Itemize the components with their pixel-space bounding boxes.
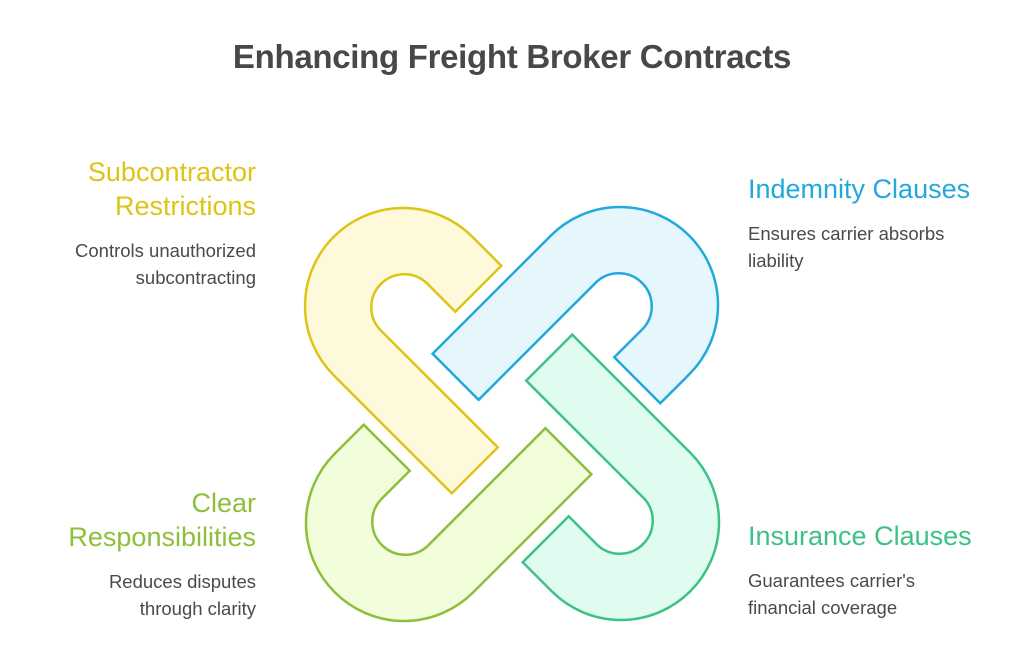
heading-line: Restrictions (114, 191, 256, 221)
heading-line: Insurance Clauses (748, 521, 972, 551)
subcontractor-restrictions-heading: Subcontractor Restrictions (6, 155, 256, 223)
description-line: liability (748, 250, 804, 271)
description-line: Ensures carrier absorbs (748, 223, 945, 244)
description-line: subcontracting (135, 267, 256, 288)
heading-line: Subcontractor (87, 157, 256, 187)
subcontractor-restrictions-block: Subcontractor Restrictions Controls unau… (6, 155, 256, 291)
clear-responsibilities-heading: Clear Responsibilities (6, 486, 256, 554)
indemnity-clauses-heading: Indemnity Clauses (748, 172, 998, 206)
insurance-clauses-link (520, 332, 721, 622)
heading-line: Indemnity Clauses (748, 174, 971, 204)
subcontractor-restrictions-link (303, 206, 504, 496)
insurance-clauses-description: Guarantees carrier's financial coverage (748, 567, 998, 621)
clear-responsibilities-description: Reduces disputes through clarity (6, 568, 256, 622)
description-line: through clarity (139, 598, 256, 619)
clear-responsibilities-block: Clear Responsibilities Reduces disputes … (6, 486, 256, 622)
indemnity-clauses-description: Ensures carrier absorbs liability (748, 220, 998, 274)
diagram-title: Enhancing Freight Broker Contracts (232, 38, 792, 75)
description-line: Controls unauthorized (75, 240, 256, 261)
description-line: Reduces disputes (108, 571, 256, 592)
indemnity-clauses-link (430, 205, 720, 406)
insurance-clauses-heading: Insurance Clauses (748, 519, 998, 553)
description-line: financial coverage (748, 597, 898, 618)
description-line: Guarantees carrier's (748, 570, 916, 591)
insurance-clauses-block: Insurance Clauses Guarantees carrier's f… (748, 519, 998, 621)
heading-line: Clear (191, 488, 256, 518)
subcontractor-restrictions-description: Controls unauthorized subcontracting (6, 237, 256, 291)
clear-responsibilities-link (304, 422, 594, 623)
heading-line: Responsibilities (68, 522, 256, 552)
indemnity-clauses-block: Indemnity Clauses Ensures carrier absorb… (748, 172, 998, 274)
